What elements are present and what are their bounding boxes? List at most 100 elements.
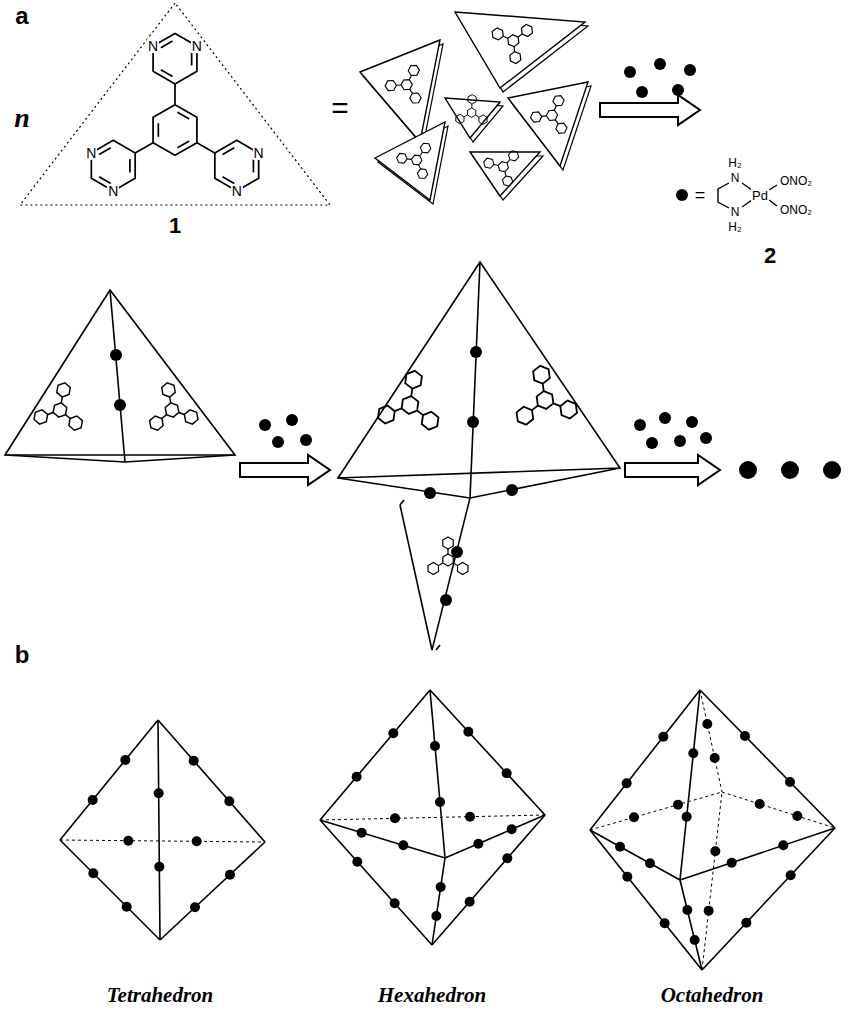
atom-label: N <box>107 184 119 198</box>
assembly-edge <box>432 498 470 650</box>
hollow-arrow <box>625 455 720 485</box>
edge <box>158 720 265 842</box>
ring <box>416 167 430 181</box>
pd-dot <box>225 870 235 880</box>
edge <box>590 830 680 880</box>
pd-dot <box>622 872 632 882</box>
panel-letter: a <box>15 4 28 28</box>
ligand-motif <box>384 57 433 105</box>
ring <box>529 110 542 124</box>
pd-dot <box>224 796 234 806</box>
edge <box>430 690 545 815</box>
pd-dot <box>465 812 475 822</box>
pd-dot <box>684 64 696 76</box>
bond <box>409 89 414 93</box>
bond <box>396 83 401 87</box>
pd-dot <box>781 461 799 479</box>
atom-label: N <box>231 184 243 198</box>
bond <box>518 34 522 37</box>
pyramid-edge <box>110 290 125 462</box>
pd-dot <box>259 419 271 431</box>
edge <box>432 815 545 945</box>
bond <box>417 165 421 169</box>
assembly-edge <box>338 478 470 498</box>
pd-dot <box>430 741 440 751</box>
ligand-motif <box>482 140 530 188</box>
assembly-edge <box>470 262 480 498</box>
pd-dot <box>792 811 802 821</box>
pd-dot <box>122 902 132 912</box>
pd-dot <box>674 435 686 447</box>
compound-number: 2 <box>764 245 776 267</box>
bond <box>718 183 729 208</box>
ligand-motif <box>377 367 444 431</box>
bond <box>409 75 411 79</box>
atom-label: N <box>85 146 97 160</box>
edge <box>60 840 160 940</box>
pd-dot <box>740 731 750 741</box>
pd-dot <box>672 84 684 96</box>
edge <box>680 828 835 880</box>
atom-label: H₂ <box>727 221 742 233</box>
ring <box>53 402 68 418</box>
bond <box>769 185 777 190</box>
atom-label: N <box>730 172 741 184</box>
ring <box>443 537 453 549</box>
ring <box>552 94 566 108</box>
polyhedron-name: Hexahedron <box>378 985 487 1006</box>
pd-dot <box>658 732 668 742</box>
ring <box>428 563 438 575</box>
pd-dot <box>154 862 164 872</box>
double-bond <box>157 123 159 136</box>
edge <box>680 690 700 880</box>
pd-dot <box>388 728 398 738</box>
pd-dot <box>390 813 400 823</box>
double-bond <box>223 148 235 155</box>
double-bond <box>223 177 235 184</box>
ring <box>458 563 468 575</box>
bond <box>453 563 457 566</box>
bond <box>179 412 185 416</box>
ring <box>467 108 475 118</box>
double-bond <box>161 70 173 77</box>
ligand-slab <box>360 40 440 142</box>
pd-dot <box>682 812 692 822</box>
double-bond <box>161 41 173 48</box>
ring <box>153 105 197 156</box>
pd-dot <box>463 727 473 737</box>
ligand-motif <box>490 11 544 65</box>
pd-dot <box>390 898 400 908</box>
assembly-edge <box>400 500 404 505</box>
edge <box>700 690 835 828</box>
pd-dot <box>785 777 795 787</box>
pd-dot <box>190 902 200 912</box>
pd-dot <box>660 918 670 928</box>
bond <box>420 152 423 156</box>
pd-dot <box>690 935 700 945</box>
ring <box>456 114 464 124</box>
pd-dot <box>676 189 688 201</box>
pd-dot <box>507 824 517 834</box>
double-bond <box>129 159 131 172</box>
pd-dot <box>440 594 452 606</box>
pd-dot <box>615 842 625 852</box>
ring <box>149 415 164 431</box>
edge <box>445 815 545 858</box>
edge <box>590 690 700 830</box>
ligand-motif <box>456 94 488 124</box>
pd-dot <box>398 840 408 850</box>
ring <box>507 149 521 163</box>
assembly-edge <box>470 468 620 498</box>
pd-dot <box>786 870 796 880</box>
pd-dot <box>739 461 757 479</box>
bond <box>438 563 442 566</box>
pd-dot <box>88 868 98 878</box>
count-symbol: n <box>14 104 30 132</box>
panel-letter: b <box>15 643 30 667</box>
edge <box>430 690 445 858</box>
pd-dot <box>688 748 698 758</box>
ring <box>468 94 476 104</box>
pyramid-edge <box>125 455 235 462</box>
compound-number: 1 <box>169 215 181 237</box>
